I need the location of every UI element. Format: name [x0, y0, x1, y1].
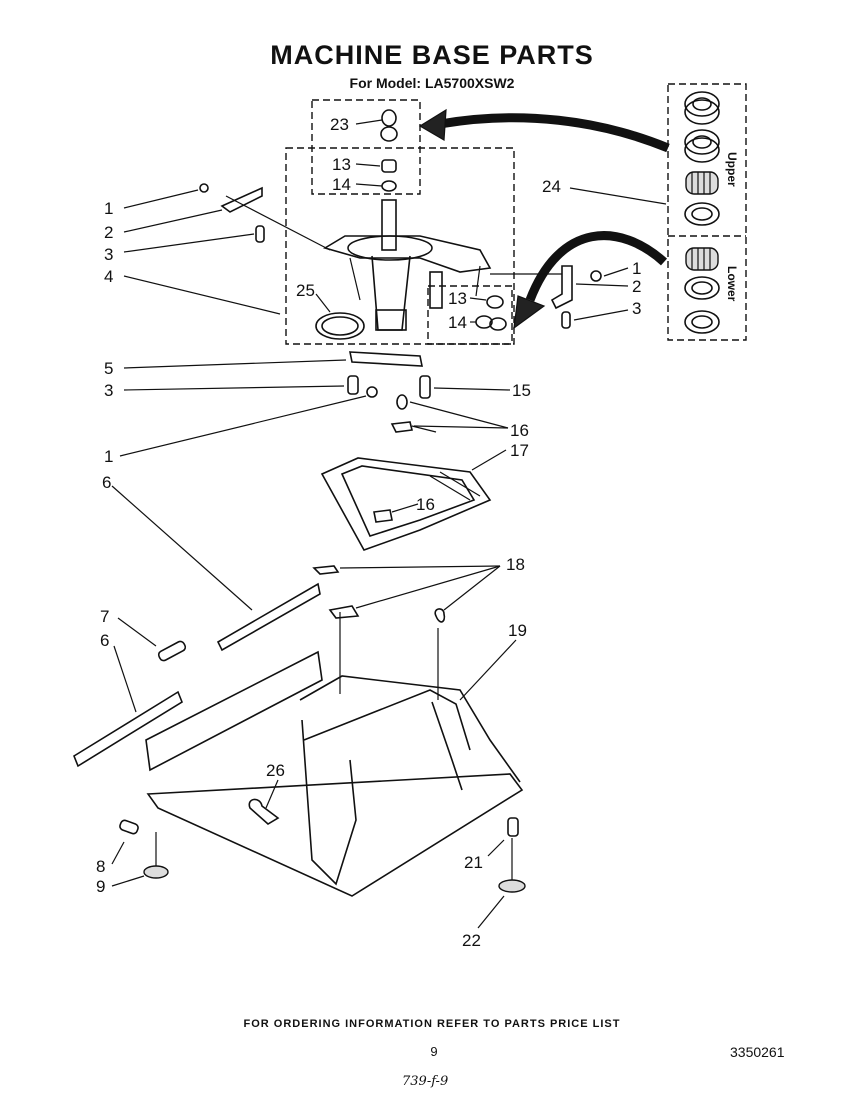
callout-22: 22: [462, 931, 481, 950]
callout-3-c: 3: [632, 299, 641, 318]
callout-14: 14: [332, 175, 351, 194]
suspension-frame: [320, 457, 492, 551]
callout-15: 15: [512, 381, 531, 400]
callout-5: 5: [104, 359, 113, 378]
left-brace-parts: [199, 183, 331, 251]
lower-arrow-head: [513, 295, 546, 330]
upper-label: Upper: [725, 152, 739, 187]
side-bearing-box: [427, 285, 513, 345]
callout-16-b: 16: [416, 495, 435, 514]
ordering-note: FOR ORDERING INFORMATION REFER TO PARTS …: [243, 1018, 621, 1030]
mid-bracket-parts: [347, 351, 431, 399]
page-number: 9: [430, 1044, 438, 1059]
handwritten-note: 739-f-9: [402, 1074, 449, 1089]
lower-bearing-set: [684, 247, 720, 334]
lower-rail: [73, 690, 183, 768]
right-brace-parts: [490, 265, 602, 329]
callout-14-b: 14: [448, 313, 467, 332]
callout-6: 6: [102, 473, 111, 492]
callout-26: 26: [266, 761, 285, 780]
top-bearing-box: [311, 99, 421, 195]
callout-2: 2: [104, 223, 113, 242]
transmission-assembly: [323, 199, 492, 331]
callout-24: 24: [542, 177, 561, 196]
page-title: MACHINE BASE PARTS: [270, 40, 594, 70]
seal-ring: [315, 312, 365, 340]
callout-18: 18: [506, 555, 525, 574]
bearing-kit-box: [667, 83, 747, 341]
callout-21: 21: [464, 853, 483, 872]
callout-23: 23: [330, 115, 349, 134]
callout-1: 1: [104, 199, 113, 218]
parts-18: [312, 565, 446, 623]
rail-and-spring: [157, 582, 321, 662]
lower-arrow: [525, 231, 668, 302]
callout-1-c: 1: [632, 259, 641, 278]
transmission-box: [285, 147, 515, 345]
upper-arrow: [439, 113, 670, 153]
callout-4: 4: [104, 267, 113, 286]
leader-lines: [111, 119, 667, 929]
callout-2-b: 2: [632, 277, 641, 296]
side-bearing-parts: [475, 295, 507, 331]
upper-arrow-head: [418, 108, 447, 142]
callout-1-b: 1: [104, 447, 113, 466]
callout-7: 7: [100, 607, 109, 626]
model-subtitle: For Model: LA5700XSW2: [349, 75, 515, 91]
left-foot: [119, 819, 169, 879]
callout-8: 8: [96, 857, 105, 876]
callout-17: 17: [510, 441, 529, 460]
callout-13-b: 13: [448, 289, 467, 308]
machine-base: [145, 612, 524, 897]
top-bearing-parts: [380, 109, 398, 192]
callout-13: 13: [332, 155, 351, 174]
callout-19: 19: [508, 621, 527, 640]
lower-label: Lower: [725, 266, 739, 302]
upper-bearing-set: [684, 91, 720, 226]
callout-9: 9: [96, 877, 105, 896]
right-foot: [498, 817, 526, 893]
clip-26: [248, 798, 280, 825]
callout-25: 25: [296, 281, 315, 300]
callout-6-b: 6: [100, 631, 109, 650]
clips-16: [373, 394, 437, 523]
document-number: 3350261: [730, 1044, 785, 1060]
callout-3-b: 3: [104, 381, 113, 400]
callout-16: 16: [510, 421, 529, 440]
callout-3: 3: [104, 245, 113, 264]
